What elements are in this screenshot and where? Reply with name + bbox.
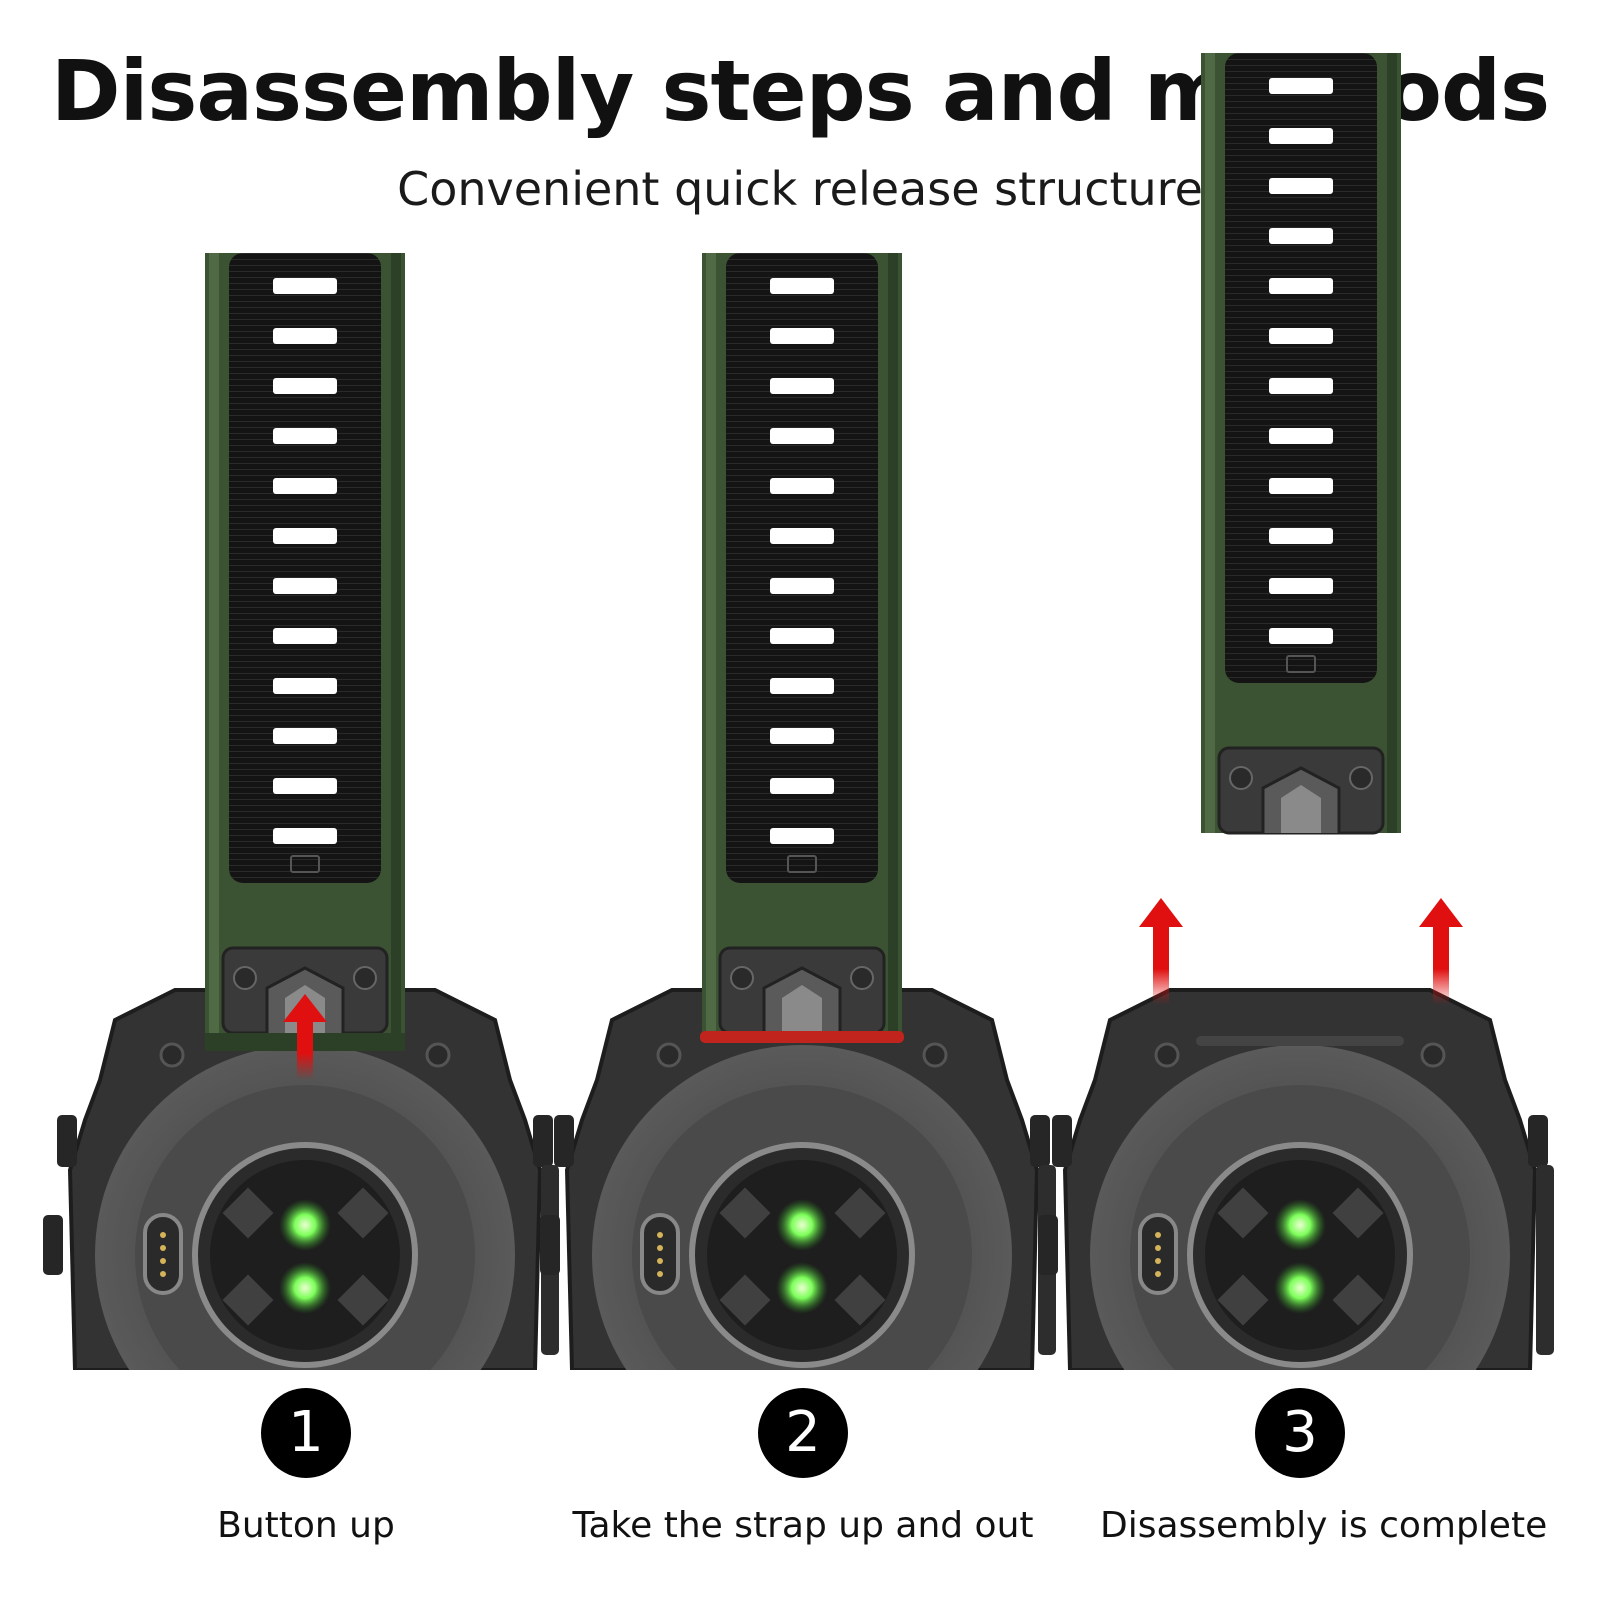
step-3-label: Disassembly is complete <box>1100 1505 1548 1546</box>
step-3-number-badge: 3 <box>1255 1388 1345 1478</box>
step-1-strap <box>203 251 407 1035</box>
step-2-number-badge: 2 <box>758 1388 848 1478</box>
step-1-number-badge: 1 <box>261 1388 351 1478</box>
step-1-label: Button up <box>217 1505 395 1546</box>
step-2-label: Take the strap up and out <box>572 1505 1034 1546</box>
disassembly-illustration <box>40 51 1557 1380</box>
step-3-red-arrow-left <box>1139 898 1183 1005</box>
step-3-strap <box>1199 51 1403 835</box>
step-1-red-arrow <box>283 994 327 1080</box>
step-3-watch <box>1038 990 1554 1380</box>
page-subtitle: Convenient quick release structure <box>397 162 1203 216</box>
step-2-watch <box>540 990 1056 1380</box>
step-2-strap <box>700 251 904 1035</box>
step-3-red-arrow-right <box>1419 898 1463 1005</box>
step-3-spring-bar <box>1196 1036 1404 1046</box>
step-2-spring-bar <box>700 1031 904 1043</box>
